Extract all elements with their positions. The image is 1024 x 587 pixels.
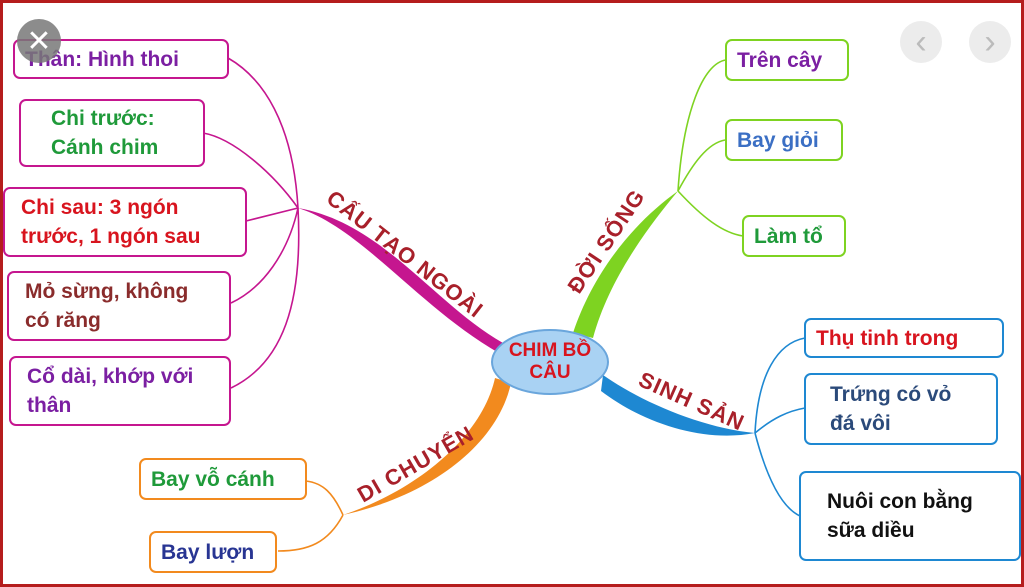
branch-label-cau-tao-ngoai: CẤU TẠO NGOÀI xyxy=(322,185,488,323)
node-text: Thụ tinh trong xyxy=(816,326,959,350)
chevron-right-icon: › xyxy=(984,23,996,61)
node-text: đá vôi xyxy=(830,412,891,435)
node-text: Bay vỗ cánh xyxy=(151,467,275,491)
node-chi-sau: Chi sau: 3 ngón trước, 1 ngón sau xyxy=(3,187,247,257)
node-text: Chi trước: xyxy=(51,107,155,130)
node-text: sữa diều xyxy=(827,519,915,542)
node-co-dai: Cổ dài, khớp với thân xyxy=(9,356,231,426)
node-trung-co-vo: Trứng có vỏ đá vôi xyxy=(804,373,998,445)
node-text: có răng xyxy=(25,309,101,332)
chevron-left-icon: ‹ xyxy=(915,23,927,61)
connector-layer: CẤU TẠO NGOÀI ĐỜI SỐNG SINH SẢN DI CHUYỂ… xyxy=(202,57,806,552)
node-text: Mỏ sừng, không xyxy=(25,280,189,303)
node-lam-to: Làm tổ xyxy=(742,215,846,257)
node-text: Bay giỏi xyxy=(737,128,819,152)
connectors-di-chuyen xyxy=(277,480,344,552)
center-node: CHIM BỒ CÂU xyxy=(491,329,609,395)
node-text: Trên cây xyxy=(737,48,823,72)
node-text: Bay lượn xyxy=(161,540,255,564)
center-text-line2: CÂU xyxy=(529,362,571,383)
branch-line-cau-tao-ngoai xyxy=(298,208,508,358)
prev-button[interactable]: ‹ xyxy=(900,21,942,63)
node-text: Trứng có vỏ xyxy=(830,383,952,406)
node-bay-luon: Bay lượn xyxy=(149,531,277,573)
node-text: Làm tổ xyxy=(754,224,823,248)
branch-line-doi-song xyxy=(573,191,678,338)
node-text: Cánh chim xyxy=(51,136,159,159)
branch-label-di-chuyen: DI CHUYỂN xyxy=(353,421,478,508)
connectors-doi-song xyxy=(677,59,744,237)
branch-line-sinh-san xyxy=(601,375,755,436)
node-text: Chi sau: 3 ngón xyxy=(21,196,179,219)
node-text: Thân: Hình thoi xyxy=(25,47,179,71)
node-text: trước, 1 ngón sau xyxy=(21,225,201,248)
node-nuoi-con: Nuôi con bằng sữa diều xyxy=(799,471,1021,561)
node-chi-truoc: Chi trước: Cánh chim xyxy=(19,99,205,167)
close-icon: ✕ xyxy=(26,24,52,58)
center-text-line1: CHIM BỒ xyxy=(508,340,592,361)
connectors-cau-tao-ngoai xyxy=(202,57,300,389)
branch-line-di-chuyen xyxy=(343,378,511,515)
node-tren-cay: Trên cây xyxy=(725,39,849,81)
node-thu-tinh-trong: Thụ tinh trong xyxy=(804,318,1004,358)
close-button[interactable]: ✕ xyxy=(17,19,61,63)
node-text: thân xyxy=(27,394,72,417)
node-mo-sung: Mỏ sừng, không có răng xyxy=(7,271,231,341)
next-button[interactable]: › xyxy=(969,21,1011,63)
node-bay-vo-canh: Bay vỗ cánh xyxy=(139,458,307,500)
connectors-sinh-san xyxy=(754,337,806,517)
node-text: Cổ dài, khớp với xyxy=(27,365,194,388)
node-text: Nuôi con bằng xyxy=(827,490,973,513)
node-bay-gioi: Bay giỏi xyxy=(725,119,843,161)
